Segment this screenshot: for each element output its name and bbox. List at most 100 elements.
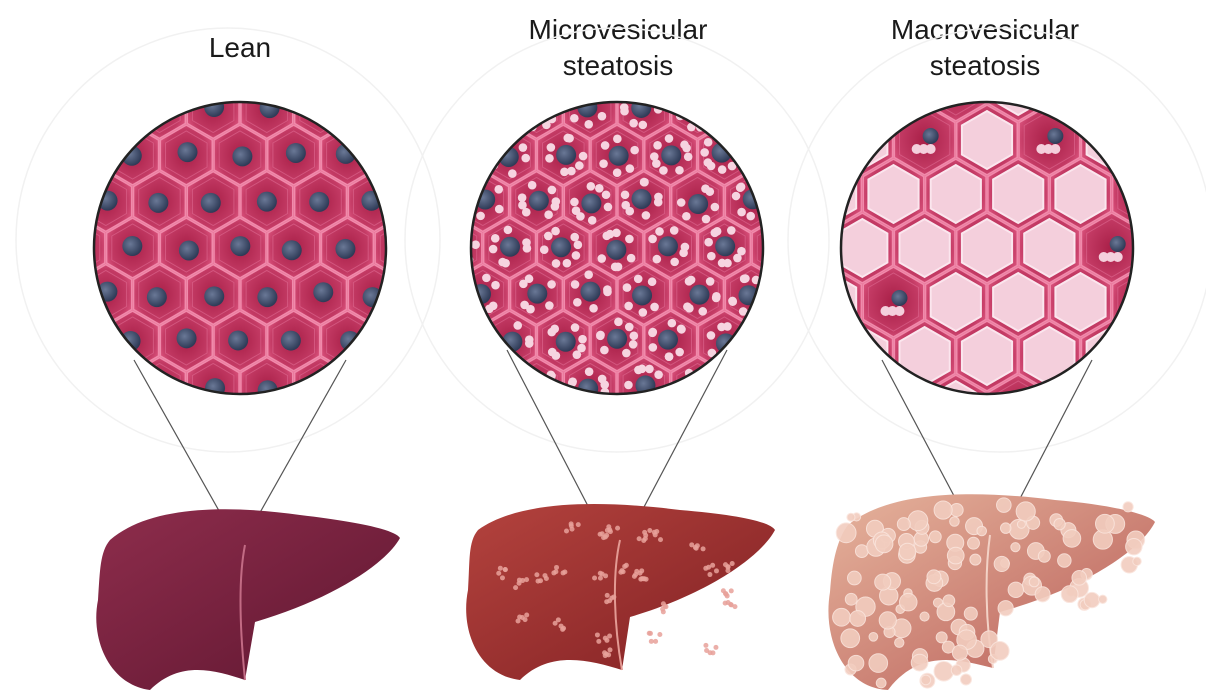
fat-spot: [879, 612, 896, 629]
fat-droplet: [1144, 198, 1154, 208]
fat-spot: [869, 654, 888, 673]
nucleus: [393, 146, 413, 166]
fat-droplet: [596, 331, 605, 340]
fat-droplet: [622, 349, 631, 358]
fat-droplet: [584, 120, 593, 129]
nucleus: [765, 144, 785, 164]
nucleus: [257, 287, 277, 307]
fat-droplet: [654, 370, 663, 379]
nucleus: [607, 329, 627, 349]
fat-droplet: [519, 97, 528, 106]
hepatocyte-cell: [863, 51, 924, 121]
fat-spot: [1038, 550, 1050, 562]
fat-droplet: [519, 116, 528, 125]
fat-droplet: [449, 353, 458, 362]
fat-spot: [869, 632, 878, 641]
fat-droplet: [594, 432, 603, 441]
fat-droplet: [520, 301, 529, 310]
fat-droplet: [489, 145, 498, 154]
fat-droplet: [587, 182, 596, 191]
fat-droplet: [1012, 414, 1022, 424]
nucleus: [608, 54, 628, 74]
fat-droplet: [589, 304, 598, 313]
fat-spot: [607, 598, 612, 603]
tissue-macrovesicular: [770, 51, 1205, 445]
hepatocyte-cell: [214, 404, 266, 464]
fat-droplet: [465, 201, 474, 210]
nucleus: [891, 290, 907, 306]
fat-spot: [503, 567, 508, 572]
fat-spot: [836, 523, 856, 543]
fat-droplet: [626, 164, 635, 173]
fat-droplet: [611, 416, 620, 425]
fat-spot: [649, 639, 654, 644]
fat-droplet: [670, 258, 679, 267]
nucleus: [954, 74, 970, 90]
fat-spot: [927, 570, 941, 584]
fat-droplet: [1130, 306, 1140, 316]
fat-spot: [658, 537, 663, 542]
fat-droplet: [547, 280, 556, 289]
nucleus: [309, 192, 329, 212]
fat-droplet: [568, 377, 577, 386]
fat-spot: [1011, 543, 1020, 552]
fat-droplet: [779, 230, 788, 239]
fat-spot: [990, 641, 1009, 660]
fat-droplet: [567, 98, 576, 107]
fat-droplet: [681, 243, 690, 252]
fat-spot: [595, 632, 600, 637]
fat-droplet: [659, 166, 668, 175]
fat-spot: [703, 643, 708, 648]
fat-droplet: [655, 227, 664, 236]
fat-droplet: [468, 156, 477, 165]
fat-droplet: [746, 212, 755, 221]
fat-droplet: [630, 332, 639, 341]
fat-spot: [833, 608, 851, 626]
fat-spot: [523, 617, 528, 622]
fat-droplet: [570, 198, 579, 207]
fat-droplet: [579, 152, 588, 161]
nucleus: [1016, 398, 1032, 414]
fat-droplet: [793, 242, 802, 251]
fat-droplet: [704, 119, 713, 128]
fat-droplet: [471, 240, 480, 249]
fat-droplet: [548, 186, 557, 195]
fat-droplet: [495, 205, 504, 214]
fat-droplet: [707, 252, 716, 261]
hepatocyte-cell: [1050, 375, 1111, 445]
fat-droplet: [590, 400, 599, 409]
fat-droplet: [756, 142, 765, 151]
fat-droplet: [741, 274, 750, 283]
fat-droplet: [768, 321, 777, 330]
nucleus: [551, 237, 571, 257]
nucleus: [606, 240, 626, 260]
fat-spot: [730, 561, 735, 566]
fat-spot: [899, 543, 916, 560]
fat-spot: [704, 648, 709, 653]
fat-droplet: [653, 255, 662, 264]
nucleus: [152, 376, 172, 396]
fat-droplet: [572, 251, 581, 260]
fat-spot: [908, 511, 928, 531]
fat-droplet: [463, 351, 472, 360]
nucleus: [632, 189, 652, 209]
fat-droplet: [801, 252, 811, 262]
fat-spot: [603, 573, 608, 578]
fat-droplet: [1144, 306, 1154, 316]
fat-droplet: [551, 227, 560, 236]
fat-droplet: [701, 370, 710, 379]
fat-droplet: [585, 367, 594, 376]
fat-droplet: [868, 381, 918, 439]
hepatocyte-cell: [375, 125, 427, 185]
fat-droplet: [638, 121, 647, 130]
fat-spot: [723, 562, 728, 567]
hepatocyte-cell: [1050, 51, 1111, 121]
fat-droplet: [458, 225, 467, 234]
nucleus: [658, 236, 678, 256]
fat-spot: [850, 611, 866, 627]
nucleus: [257, 192, 277, 212]
fat-droplet: [597, 254, 606, 263]
fat-droplet: [563, 134, 572, 143]
fat-droplet: [627, 438, 636, 447]
